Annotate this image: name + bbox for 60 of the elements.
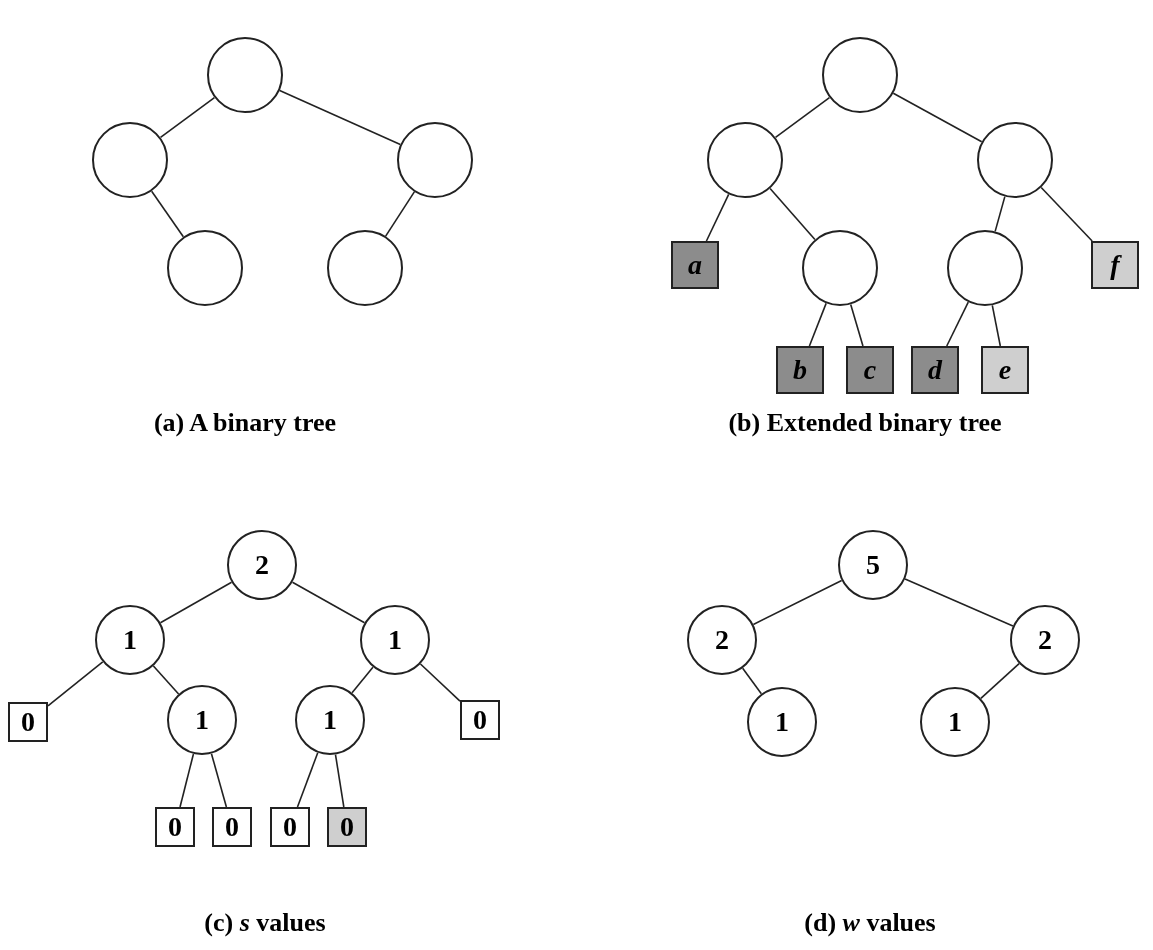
node-value: 1 [775, 708, 789, 736]
tree-edge [152, 665, 180, 695]
tree-edge [47, 661, 104, 707]
leaf-square [460, 700, 500, 740]
leaf-square [1091, 241, 1139, 289]
figure-caption: (d) w values [804, 906, 936, 939]
tree-edge [351, 666, 374, 694]
leaf-square [155, 807, 195, 847]
node-value: b [793, 356, 807, 384]
leaf-square [327, 807, 367, 847]
leaf-square [981, 346, 1029, 394]
tree-edge [991, 304, 1002, 347]
node-value: 0 [21, 708, 35, 736]
tree-edge [774, 96, 831, 139]
tree-edge [291, 581, 366, 624]
tree-edge [1040, 186, 1093, 242]
node-value: 1 [195, 706, 209, 734]
node-value: 2 [715, 626, 729, 654]
tree-edge [278, 89, 402, 146]
leaf-square [671, 241, 719, 289]
leaf-square [776, 346, 824, 394]
tree-edge [419, 663, 461, 702]
node-value: f [1110, 251, 1120, 279]
tree-edge [705, 193, 730, 242]
leaf-square [212, 807, 252, 847]
node-value: 2 [1038, 626, 1052, 654]
node-value: 0 [473, 706, 487, 734]
tree-edge [179, 753, 195, 808]
node-value: d [928, 356, 942, 384]
node-value: 1 [123, 626, 137, 654]
tree-edge [159, 96, 216, 139]
node-value: 1 [388, 626, 402, 654]
node-value: a [688, 251, 702, 279]
tree-edge [741, 667, 763, 695]
tree-edge [892, 92, 983, 143]
node-value: 0 [168, 813, 182, 841]
figure-caption: (c) s values [204, 906, 326, 939]
tree-edge [752, 579, 843, 626]
tree-edge [945, 301, 970, 347]
node-value: 0 [340, 813, 354, 841]
node-value: c [863, 356, 877, 384]
leaf-square [270, 807, 310, 847]
node-value: 0 [283, 813, 297, 841]
leaf-square [911, 346, 959, 394]
tree-edge [334, 753, 345, 808]
tree-edge [980, 662, 1020, 700]
tree-edge [159, 581, 233, 624]
figure-caption: (a) A binary tree [153, 406, 337, 439]
node-value: e [998, 356, 1012, 384]
node-value: 1 [323, 706, 337, 734]
node-value: 0 [225, 813, 239, 841]
node-value: 5 [866, 551, 880, 579]
tree-edge [769, 187, 816, 241]
tree-edge [150, 190, 185, 238]
node-value: 2 [255, 551, 269, 579]
figure-caption: (b) Extended binary tree [728, 406, 1002, 439]
leaf-square [846, 346, 894, 394]
node-value: 1 [948, 708, 962, 736]
leaf-square [8, 702, 48, 742]
tree-edge [384, 191, 416, 237]
